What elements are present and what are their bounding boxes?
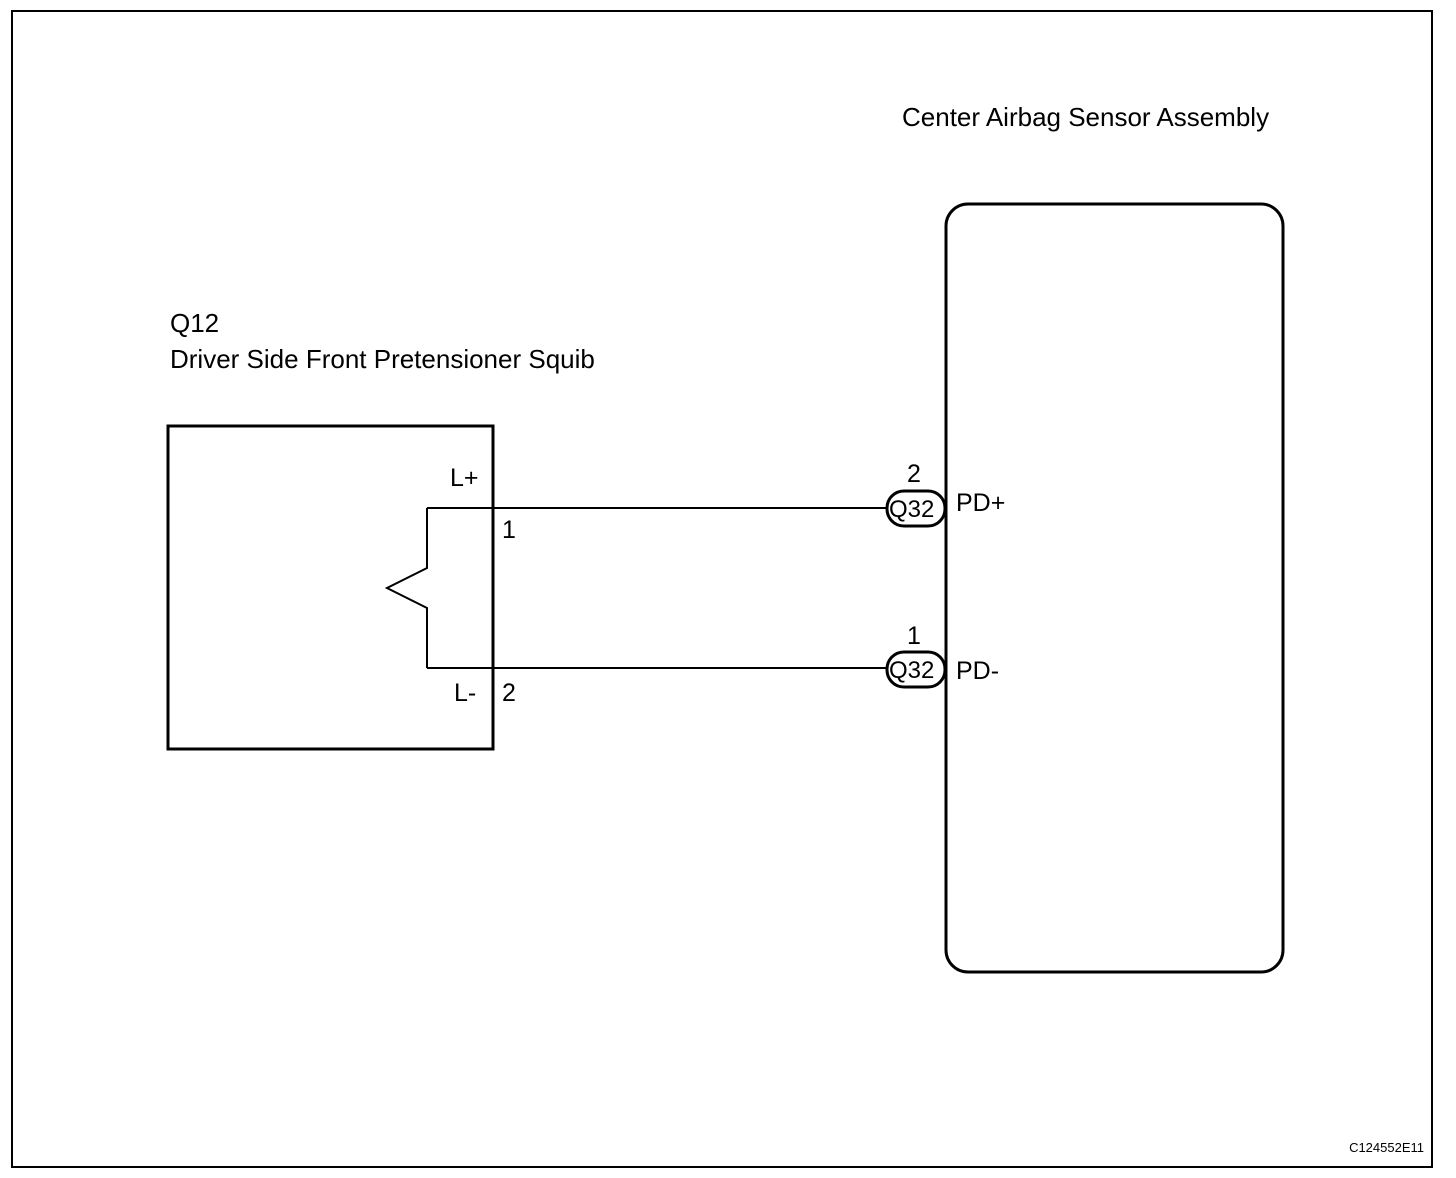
airbag-sensor-title: Center Airbag Sensor Assembly xyxy=(902,102,1269,132)
squib-pin-label-minus: L- xyxy=(454,679,476,707)
squib-code: Q12 xyxy=(170,308,219,338)
connector-pin-number-2: 2 xyxy=(907,460,921,488)
signal-pd-minus: PD- xyxy=(956,657,999,685)
figure-code: C124552E11 xyxy=(1349,1140,1424,1155)
squib-box xyxy=(166,424,495,751)
squib-pin-label-plus: L+ xyxy=(450,464,479,492)
squib-pin-number-2: 2 xyxy=(502,679,516,707)
squib-pin-number-1: 1 xyxy=(502,516,516,544)
connector-pin-number-1: 1 xyxy=(907,622,921,650)
connector-q32-plus xyxy=(885,489,947,528)
signal-pd-plus: PD+ xyxy=(956,489,1005,517)
squib-element xyxy=(384,508,428,668)
connector-q32-minus xyxy=(885,650,947,689)
connector-q32-plus-label: Q32 xyxy=(889,496,934,523)
airbag-sensor-box xyxy=(944,202,1285,974)
outer-frame xyxy=(11,10,1433,1168)
connector-q32-minus-label: Q32 xyxy=(889,657,934,684)
squib-title: Driver Side Front Pretensioner Squib xyxy=(170,344,595,374)
